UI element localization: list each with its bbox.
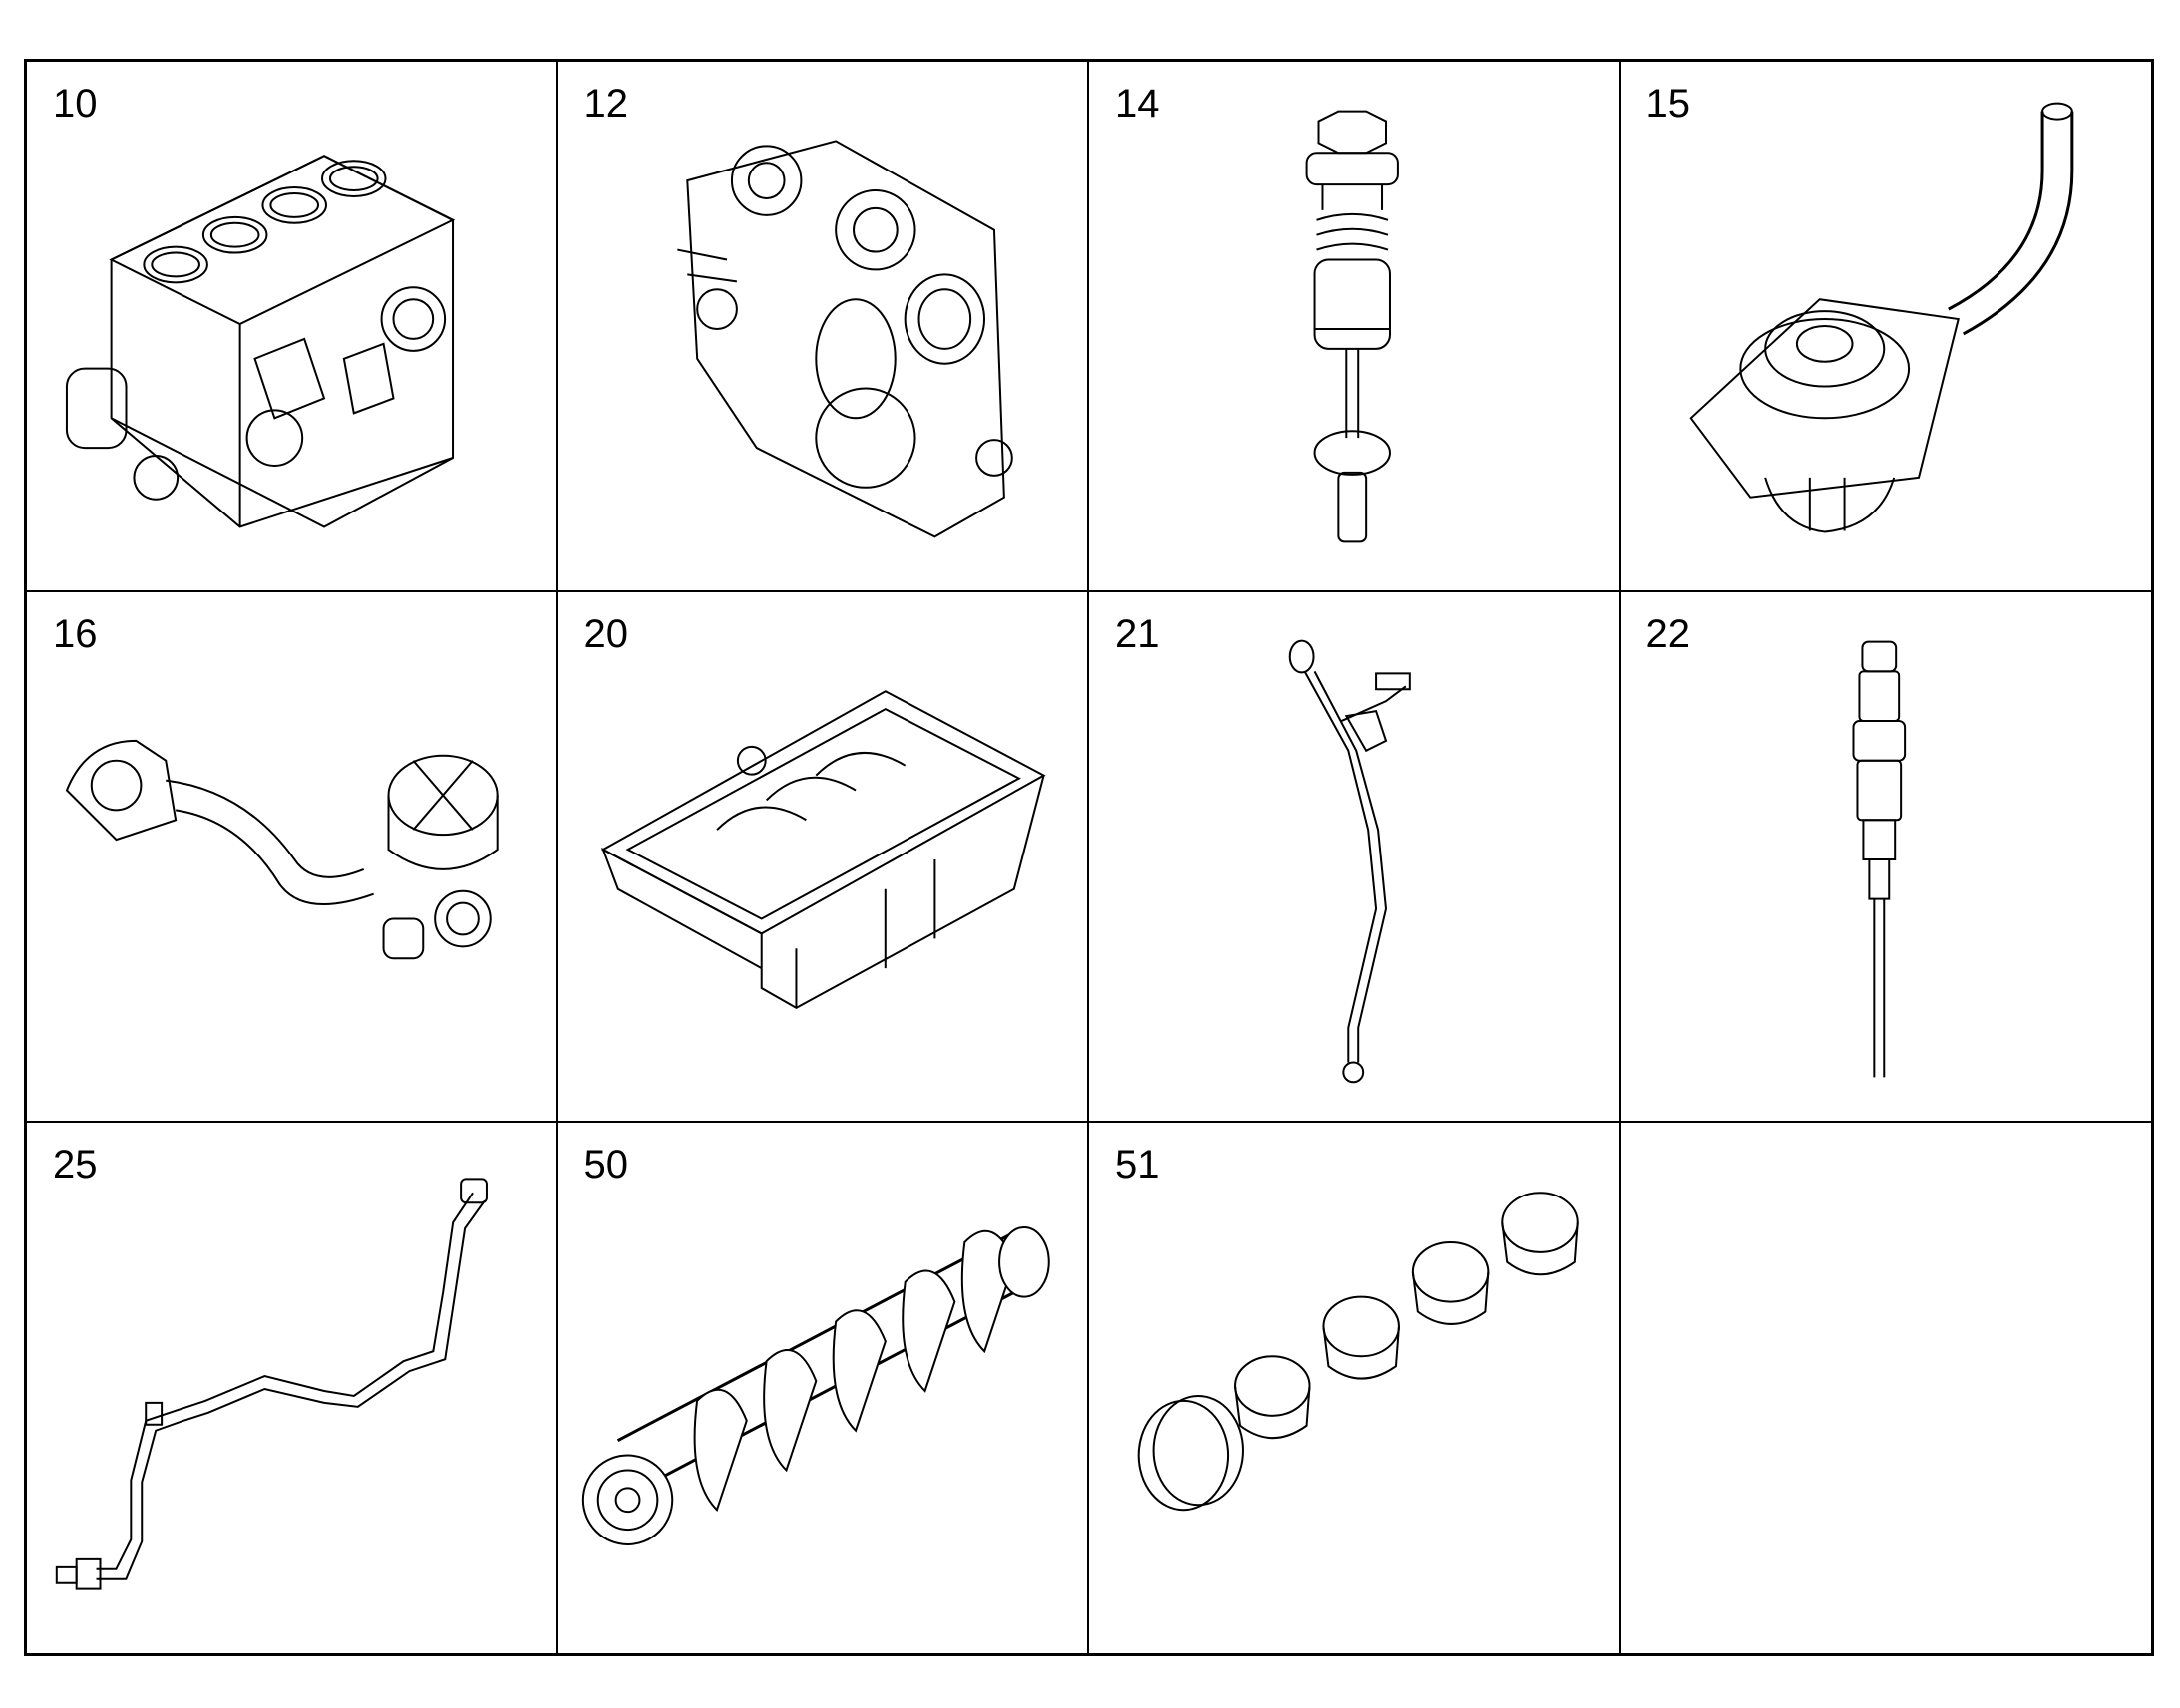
dipstick-icon xyxy=(1089,592,1619,1121)
part-number: 16 xyxy=(53,612,98,656)
part-number: 20 xyxy=(583,612,629,656)
part-number: 21 xyxy=(1115,612,1160,656)
part-cell-15[interactable]: 15 xyxy=(1620,62,2152,592)
cylinder-block-icon xyxy=(27,62,556,590)
part-number: 12 xyxy=(583,82,629,126)
fuel-line-icon xyxy=(27,1123,556,1653)
part-number: 25 xyxy=(53,1143,98,1187)
parts-grid: 10 12 xyxy=(24,59,2154,1656)
valve-plug-icon xyxy=(1089,62,1619,590)
part-number: 50 xyxy=(583,1143,629,1187)
bearing-shells-icon xyxy=(1089,1123,1619,1653)
part-number: 15 xyxy=(1645,82,1691,126)
oil-pan-icon xyxy=(558,592,1088,1121)
crankshaft-icon xyxy=(558,1123,1088,1653)
part-cell-14[interactable]: 14 xyxy=(1089,62,1621,592)
part-number: 10 xyxy=(53,82,98,126)
part-cell-22[interactable]: 22 xyxy=(1620,592,2152,1123)
part-cell-16[interactable]: 16 xyxy=(27,592,558,1123)
timing-case-icon xyxy=(558,62,1088,590)
part-number: 14 xyxy=(1115,82,1160,126)
part-cell-25[interactable]: 25 xyxy=(27,1123,558,1653)
part-cell-50[interactable]: 50 xyxy=(558,1123,1089,1653)
part-cell-12[interactable]: 12 xyxy=(557,62,1089,592)
part-cell-51[interactable]: 51 xyxy=(1089,1123,1621,1653)
pipe-flange-icon xyxy=(1621,62,2152,590)
part-cell-10[interactable]: 10 xyxy=(27,62,558,592)
breather-hose-icon xyxy=(27,592,556,1121)
part-cell-21[interactable]: 21 xyxy=(1089,592,1621,1123)
part-number: 51 xyxy=(1115,1143,1160,1187)
sensor-icon xyxy=(1621,592,2152,1121)
part-cell-20[interactable]: 20 xyxy=(557,592,1089,1123)
part-cell-empty xyxy=(1621,1123,2152,1653)
part-number: 22 xyxy=(1645,612,1691,656)
